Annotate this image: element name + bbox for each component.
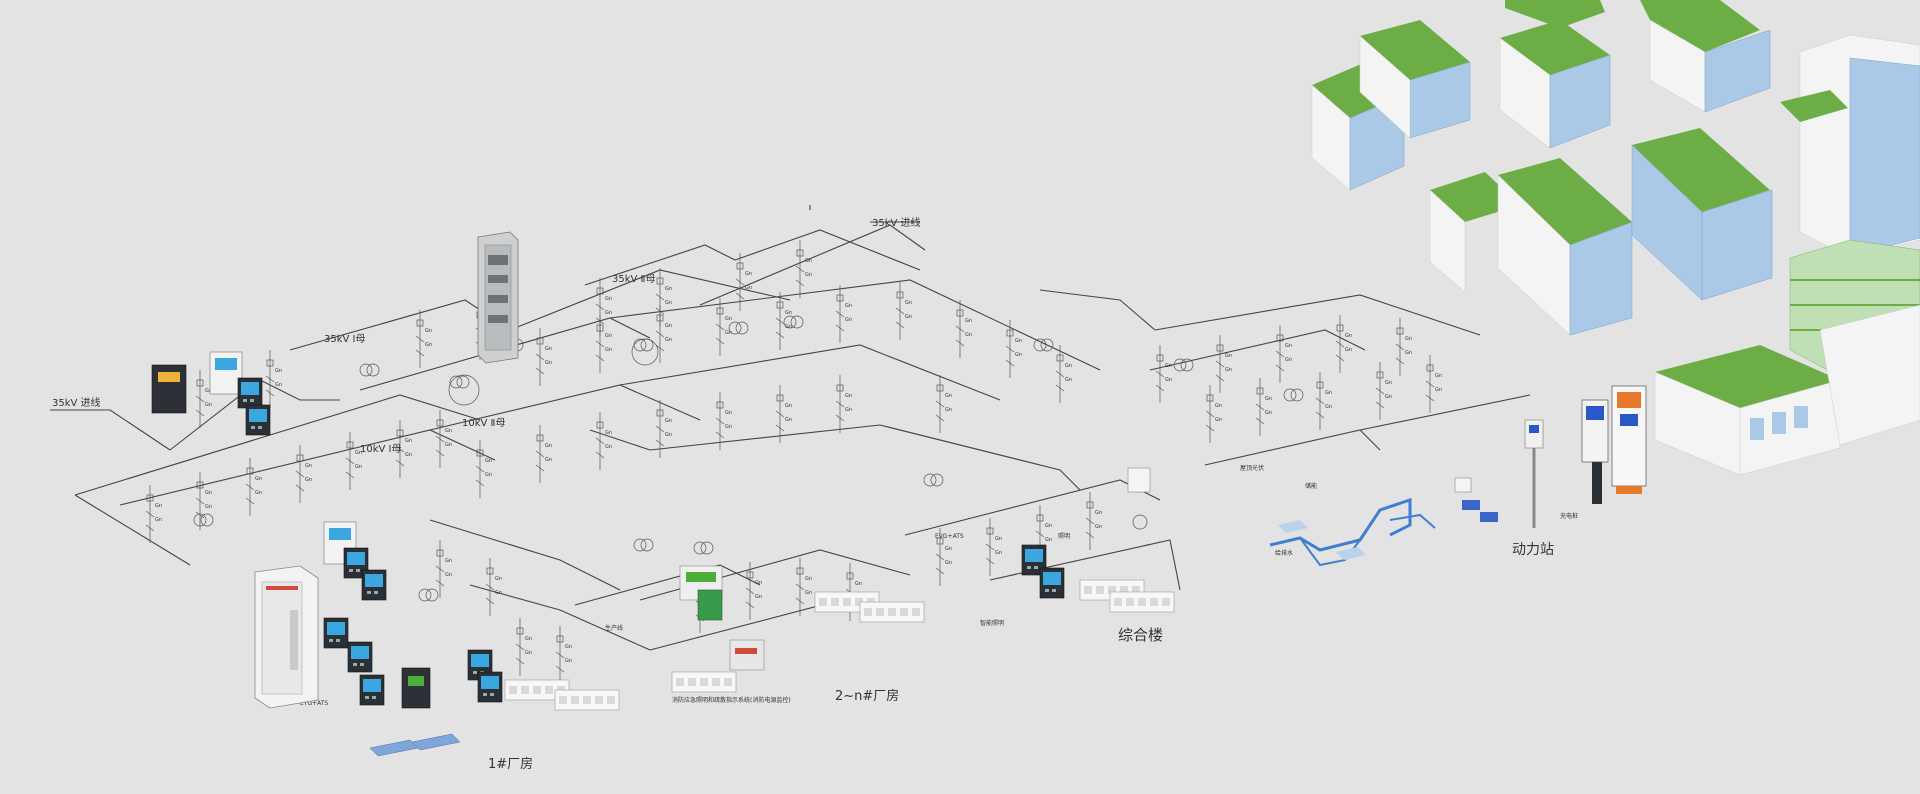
complex-building-equipment <box>1021 467 1175 613</box>
label-tag-evg: EVG+ATS <box>935 533 964 540</box>
label-tag-rooftop: 屋顶光伏 <box>1240 464 1264 472</box>
pipe-network <box>1269 477 1498 567</box>
solar-panels-1 <box>369 733 461 757</box>
label-area-complex: 综合楼 <box>1118 626 1163 644</box>
label-tag-office: 照明 <box>1058 533 1070 540</box>
label-tag-charging: 充电桩 <box>1560 512 1578 520</box>
label-tag-storage: 储能 <box>1305 482 1317 490</box>
label-tag-water: 给排水 <box>1275 549 1293 557</box>
diagram-labels: 35kV 进线 35kV 进线 35kV Ⅰ母 35kV Ⅱ母 10kV Ⅰ母 … <box>52 216 1578 772</box>
label-area-factory-1: 1#厂房 <box>488 756 533 772</box>
protection-relays-left <box>151 351 271 436</box>
label-incoming-35kv-right: 35kV 进线 <box>872 216 921 229</box>
label-bus-10kv-2: 10kV Ⅱ母 <box>462 417 505 429</box>
label-bus-35kv-1: 35kV Ⅰ母 <box>324 333 365 345</box>
label-bus-10kv-1: 10kV Ⅰ母 <box>360 443 401 455</box>
buildings-cluster <box>1311 0 1920 476</box>
label-bus-35kv-2: 35kV Ⅱ母 <box>612 273 655 285</box>
label-tag-ats: EYG+ATS <box>300 700 328 707</box>
label-area-factory-2n: 2~n#厂房 <box>835 688 899 704</box>
label-area-power-station: 动力站 <box>1512 542 1554 558</box>
switchgear-cabinet <box>477 231 519 364</box>
label-incoming-35kv-left: 35kV 进线 <box>52 396 101 409</box>
feeder-drops <box>145 239 1443 685</box>
factory-1-equipment <box>254 521 620 757</box>
label-tag-wiring-2: 智能照明 <box>980 619 1004 627</box>
factory-2n-equipment <box>671 565 925 693</box>
label-tag-wiring-1: 消防应急照明和疏散指示系统(消防电源监控) <box>672 696 791 704</box>
label-tag-production: 生产线 <box>605 624 623 632</box>
ev-chargers <box>1524 385 1647 528</box>
